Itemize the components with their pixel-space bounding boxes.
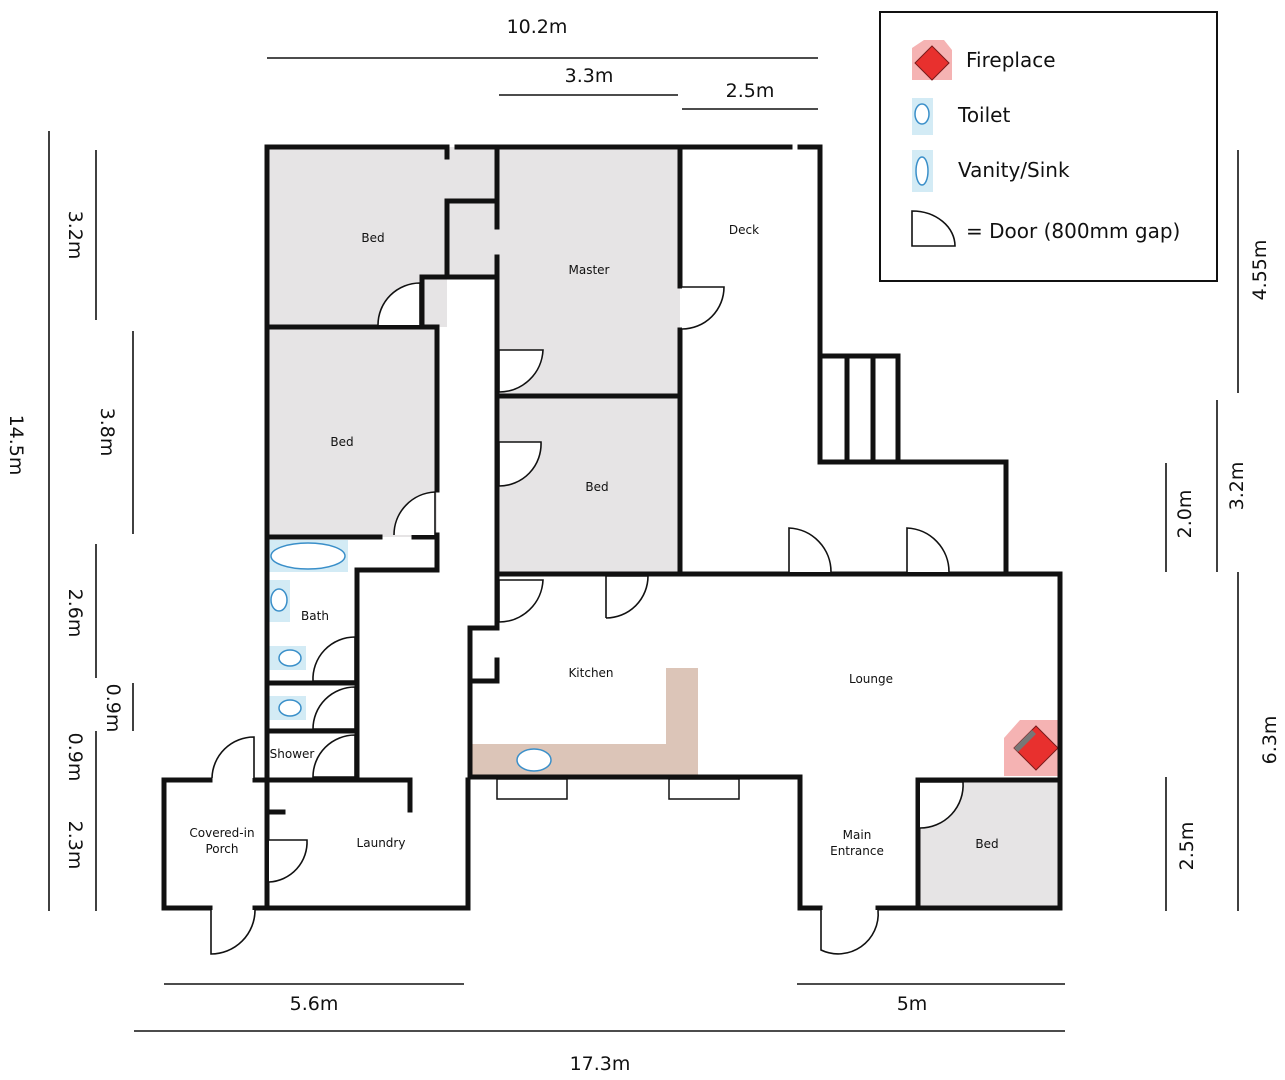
door-bed-center [498,441,542,487]
bath-vanity-icon [278,649,302,667]
legend-vanity-label: Vanity/Sink [958,158,1070,182]
dimension-labels: 10.2m 3.3m 2.5m 14.5m 3.2m 3.8m 2.6m 0.9… [5,16,1281,1075]
room-label-entrance-1: Main [843,828,872,842]
door-toilet [312,686,356,730]
bed-center-fill [497,398,680,574]
room-label-deck: Deck [729,223,759,237]
dim-left-1: 3.2m [64,211,86,260]
door-bed-right [919,781,964,829]
room-label-bed-top-left: Bed [361,231,384,245]
dim-bottom-left: 5.6m [290,993,339,1015]
door-porch-bottom [210,909,256,955]
door-master-deck [681,286,725,330]
dim-right-1: 4.55m [1249,240,1271,301]
door-entrance [820,909,879,955]
door-deck-2 [906,527,950,573]
dim-left-4: 0.9m [102,684,124,733]
kitchen-bench [472,668,698,776]
door-kitchen-2 [605,575,649,619]
dim-right-4: 6.3m [1259,716,1281,765]
dim-bottom-total: 17.3m [570,1053,631,1075]
fireplace-shadow [1014,730,1036,752]
door-bath [312,636,356,682]
door-bed-left [393,491,436,536]
room-label-shower: Shower [270,747,315,761]
door-shower [312,734,356,778]
legend-fireplace-icon [912,40,952,81]
window-2 [668,778,740,800]
bed-top-left-fill-2 [447,147,497,277]
doors [210,282,964,955]
room-label-bath: Bath [301,609,329,623]
bath-fixtures [268,540,348,720]
legend-fireplace-label: Fireplace [966,48,1056,72]
fireplace-icon [1004,720,1060,776]
room-label-bed-right: Bed [975,837,998,851]
door-deck-1 [788,527,832,573]
room-fills [267,147,1060,908]
legend: Fireplace Toilet Vanity/Sink = Door (800… [879,11,1218,282]
legend-door-label: = Door (800mm gap) [966,219,1180,243]
legend-door-icon [911,210,956,247]
dim-left-3: 2.6m [64,589,86,638]
room-label-porch-2: Porch [205,842,238,856]
bathtub-icon [270,542,346,570]
legend-toilet-icon [912,98,933,135]
dim-right-5: 2.5m [1176,822,1198,871]
dimension-lines [48,57,1239,1032]
door-master [498,349,544,393]
door-bed-top-left [377,282,421,326]
room-label-bed-left: Bed [330,435,353,449]
dim-bottom-right: 5m [897,993,928,1015]
room-label-porch-1: Covered-in [189,826,254,840]
toilet-room-icon [278,699,302,717]
dim-top-master: 3.3m [565,65,614,87]
bath-toilet-icon [270,588,288,612]
dim-left-5: 0.9m [64,733,86,782]
dim-top-total: 10.2m [507,16,568,38]
room-label-entrance-2: Entrance [830,844,884,858]
legend-vanity-icon [912,150,933,192]
windows [496,778,740,800]
room-labels: Bed Master Deck Bed Bed Bath Shower Kitc… [189,223,998,858]
walls [161,144,1063,911]
dim-left-2: 3.8m [96,408,118,457]
dim-right-3: 2.0m [1174,490,1196,539]
room-label-bed-center: Bed [585,480,608,494]
dim-left-total: 14.5m [5,415,27,476]
dim-top-deck: 2.5m [726,80,775,102]
kitchen-sink-icon [516,748,552,772]
door-porch-top [211,736,255,779]
dim-left-6: 2.3m [64,821,86,870]
room-label-lounge: Lounge [849,672,893,686]
room-label-laundry: Laundry [357,836,406,850]
bench-horizontal [472,744,698,776]
legend-toilet-label: Toilet [957,103,1010,127]
dim-right-2: 3.2m [1226,462,1248,511]
room-label-master: Master [569,263,610,277]
window-1 [496,778,568,800]
door-laundry [268,839,308,883]
door-kitchen-1 [498,579,544,623]
room-label-kitchen: Kitchen [568,666,613,680]
